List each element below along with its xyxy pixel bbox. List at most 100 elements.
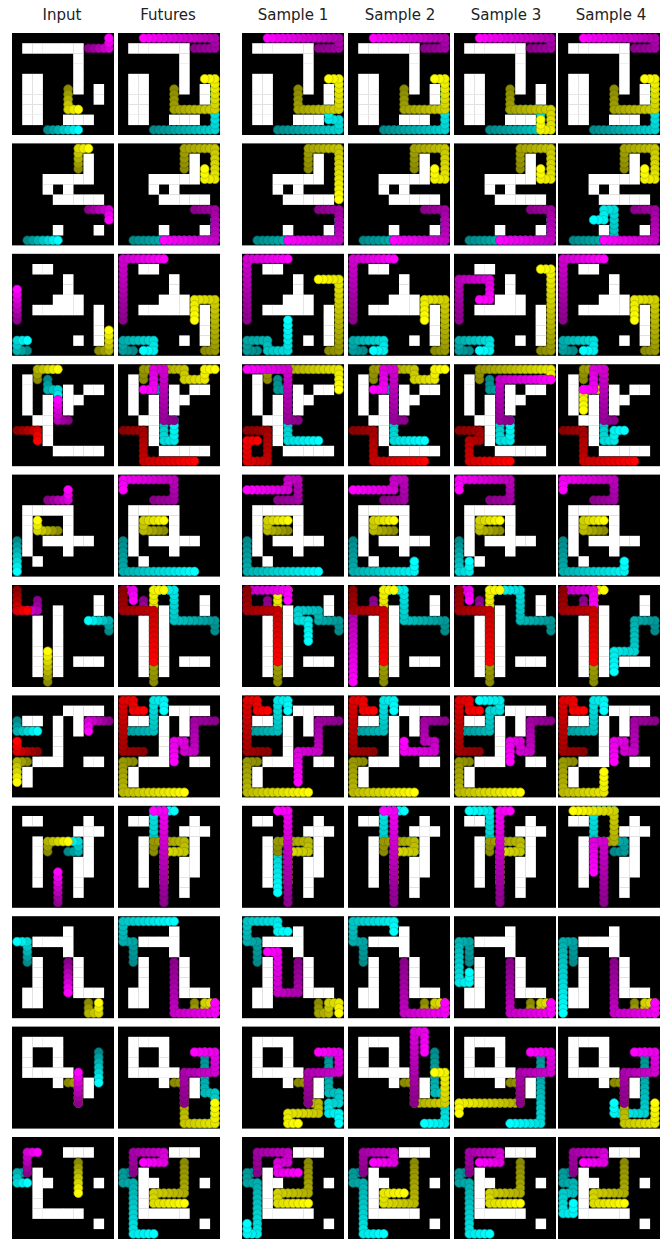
- maze-wall: [619, 74, 630, 85]
- maze-wall: [399, 194, 410, 205]
- maze-wall: [619, 335, 630, 346]
- maze-wall: [505, 385, 516, 396]
- maze-wall: [640, 325, 651, 336]
- maze-wall: [430, 446, 441, 457]
- maze-wall: [399, 284, 410, 295]
- maze-wall: [358, 43, 369, 54]
- maze-wall: [640, 94, 651, 105]
- maze-wall: [273, 425, 284, 436]
- maze-wall: [22, 385, 33, 396]
- maze-wall: [389, 305, 400, 316]
- maze-wall: [73, 335, 84, 346]
- maze-wall: [399, 405, 410, 416]
- maze-wall: [94, 194, 105, 205]
- maze-wall: [525, 115, 536, 126]
- maze-wall: [283, 174, 294, 185]
- maze-wall: [293, 274, 304, 285]
- maze-wall: [358, 104, 369, 115]
- maze-wall: [589, 405, 600, 416]
- trajectory-dot: [284, 316, 293, 325]
- maze-wall: [128, 74, 139, 85]
- maze-panel: [242, 254, 344, 356]
- maze-wall: [589, 43, 600, 54]
- maze-wall: [273, 264, 284, 275]
- maze-wall: [293, 174, 304, 185]
- maze-wall: [409, 446, 420, 457]
- maze-wall: [485, 395, 496, 406]
- maze-wall: [43, 174, 54, 185]
- trajectory-dot: [620, 426, 629, 435]
- maze-wall: [399, 385, 410, 396]
- maze-wall: [43, 305, 54, 316]
- maze-wall: [324, 315, 335, 326]
- maze-wall: [629, 446, 640, 457]
- maze-wall: [159, 43, 170, 54]
- maze-wall: [409, 305, 420, 316]
- maze-row: [12, 254, 660, 356]
- trajectory-dot: [630, 316, 639, 325]
- maze-wall: [149, 43, 160, 54]
- maze-wall: [568, 385, 579, 396]
- maze-wall: [73, 446, 84, 457]
- maze-wall: [485, 405, 496, 416]
- maze-wall: [536, 94, 547, 105]
- maze-wall: [303, 395, 314, 406]
- maze-wall: [640, 305, 651, 316]
- trajectory-dot: [536, 265, 545, 274]
- maze-wall: [358, 374, 369, 385]
- maze-wall: [495, 194, 506, 205]
- maze-panel: [348, 364, 450, 466]
- maze-wall: [640, 194, 651, 205]
- trajectory-dot: [369, 346, 378, 355]
- maze-wall: [262, 94, 273, 105]
- maze-wall: [368, 84, 379, 95]
- maze-wall: [324, 385, 335, 396]
- maze-wall: [568, 74, 579, 85]
- trajectory-dot: [390, 255, 399, 264]
- maze-wall: [94, 84, 105, 95]
- maze-wall: [293, 284, 304, 295]
- maze-panel: [454, 254, 556, 356]
- maze-wall: [358, 385, 369, 396]
- maze-wall: [609, 405, 620, 416]
- maze-wall: [379, 305, 390, 316]
- maze-wall: [525, 385, 536, 396]
- maze-wall: [53, 43, 64, 54]
- maze-wall: [409, 174, 420, 185]
- maze-wall: [94, 335, 105, 346]
- maze-wall: [505, 295, 516, 306]
- maze-wall: [22, 43, 33, 54]
- maze-panel: [242, 33, 344, 135]
- maze-wall: [252, 395, 263, 406]
- maze-wall: [515, 64, 526, 75]
- maze-wall: [505, 115, 516, 126]
- maze-wall: [379, 415, 390, 426]
- maze-wall: [578, 104, 589, 115]
- maze-wall: [505, 284, 516, 295]
- maze-wall: [464, 374, 475, 385]
- maze-wall: [619, 84, 630, 95]
- maze-wall: [368, 115, 379, 126]
- maze-wall: [293, 184, 304, 195]
- maze-wall: [252, 405, 263, 416]
- maze-wall: [252, 94, 263, 105]
- maze-wall: [53, 295, 64, 306]
- maze-wall: [22, 526, 33, 537]
- trajectory-dot: [430, 165, 439, 174]
- maze-wall: [399, 395, 410, 406]
- maze-wall: [179, 335, 190, 346]
- maze-wall: [495, 446, 506, 457]
- maze-wall: [430, 225, 441, 236]
- trajectory-dot: [64, 486, 73, 495]
- maze-wall: [609, 174, 620, 185]
- maze-wall: [63, 184, 74, 195]
- trajectory-dot: [475, 295, 484, 304]
- trajectory-dot: [190, 316, 199, 325]
- maze-wall: [640, 385, 651, 396]
- maze-panel: [558, 364, 660, 466]
- trajectory-dot: [243, 365, 252, 374]
- maze-wall: [464, 395, 475, 406]
- maze-wall: [599, 305, 610, 316]
- maze-wall: [619, 174, 630, 185]
- maze-wall: [629, 194, 640, 205]
